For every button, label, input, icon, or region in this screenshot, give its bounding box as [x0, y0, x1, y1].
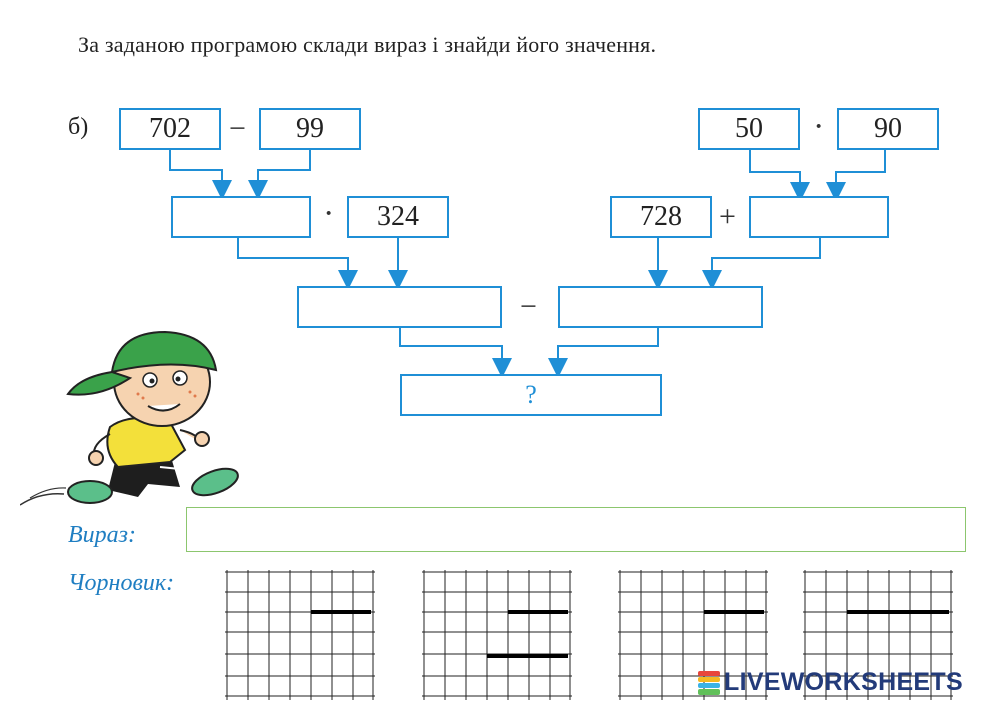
minus-operator: −: [229, 112, 246, 145]
expression-input[interactable]: [186, 507, 966, 552]
draft-grid-3[interactable]: [618, 570, 768, 700]
empty-box-right-sum[interactable]: [558, 286, 763, 328]
expression-label: Вираз:: [68, 522, 137, 548]
result-box[interactable]: ?: [400, 374, 662, 416]
value-702: 702: [149, 113, 191, 144]
result-placeholder: ?: [525, 380, 537, 409]
draft-grid-1[interactable]: [225, 570, 375, 700]
part-label: б): [68, 114, 89, 140]
minus-operator: −: [520, 290, 537, 323]
empty-box-left-sum[interactable]: [297, 286, 502, 328]
box-50: 50: [698, 108, 800, 150]
draft-grid-2[interactable]: [422, 570, 572, 700]
box-90: 90: [837, 108, 939, 150]
draft-label: Чорновик:: [68, 570, 175, 596]
value-99: 99: [296, 113, 324, 144]
liveworksheets-logo-icon: [698, 670, 720, 695]
liveworksheets-brand: LIVEWORKSHEETS: [698, 668, 963, 697]
draft-grid-4[interactable]: [803, 570, 953, 700]
value-728: 728: [640, 201, 682, 232]
instruction-text: За заданою програмою склади вираз і знай…: [78, 32, 657, 57]
box-99: 99: [259, 108, 361, 150]
empty-box-left-product[interactable]: [171, 196, 311, 238]
box-324: 324: [347, 196, 449, 238]
box-728: 728: [610, 196, 712, 238]
box-702: 702: [119, 108, 221, 150]
multiply-operator: ·: [323, 195, 335, 232]
multiply-operator: ·: [813, 108, 825, 145]
brand-name: LIVEWORKSHEETS: [724, 668, 963, 696]
value-90: 90: [874, 113, 902, 144]
running-boy-illustration: [20, 330, 239, 506]
plus-operator: +: [719, 200, 736, 233]
value-324: 324: [377, 201, 419, 232]
value-50: 50: [735, 113, 763, 144]
empty-box-right-product[interactable]: [749, 196, 889, 238]
